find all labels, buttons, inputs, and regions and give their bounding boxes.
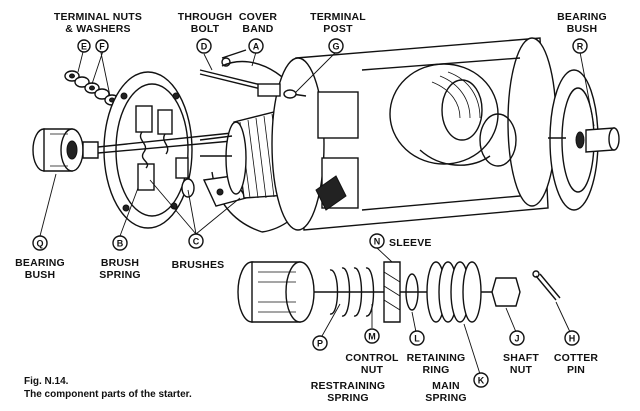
end-bracket-part [103, 71, 195, 229]
label-terminal-post-line2: POST [323, 23, 353, 35]
letter-marker-a: A [248, 38, 264, 54]
svg-text:C: C [193, 237, 200, 247]
label-control-nut-line2: NUT [361, 364, 384, 376]
label-bearing-bush-left-line1: BEARING [15, 257, 65, 269]
svg-text:B: B [117, 239, 124, 249]
letter-marker-n: N [369, 233, 385, 249]
label-cotter-pin-line2: PIN [567, 364, 585, 376]
label-bearing-bush-right-line1: BEARING [557, 11, 607, 23]
label-main-spring-line1: MAIN [432, 380, 460, 392]
label-sleeve: SLEEVE [389, 237, 432, 249]
svg-text:E: E [81, 42, 87, 52]
label-shaft-nut-line1: SHAFT [503, 352, 539, 364]
letter-marker-b: B [112, 235, 128, 251]
figure-caption: The component parts of the starter. [24, 389, 192, 400]
yoke-part [257, 37, 557, 231]
label-restraining-spring-line2: SPRING [327, 392, 368, 404]
letter-marker-q: Q [32, 235, 48, 251]
label-cotter-pin-line1: COTTER [554, 352, 599, 364]
svg-text:N: N [374, 237, 381, 247]
letter-marker-r: R [572, 38, 588, 54]
letter-marker-c: C [188, 233, 204, 249]
label-bearing-bush-right-line2: BUSH [567, 23, 598, 35]
svg-text:L: L [414, 334, 420, 344]
letter-marker-m: M [364, 328, 380, 344]
letter-marker-g: G [328, 38, 344, 54]
label-brush-spring-line1: BRUSH [101, 257, 139, 269]
label-bearing-bush-left-line2: BUSH [25, 269, 56, 281]
letter-marker-d: D [196, 38, 212, 54]
letter-marker-l: L [409, 330, 425, 346]
letter-marker-h: H [564, 330, 580, 346]
drive-assembly-part [237, 261, 561, 323]
svg-text:P: P [317, 339, 323, 349]
letter-marker-e: E [77, 39, 91, 53]
label-cover-band-line1: COVER [239, 11, 278, 23]
svg-text:J: J [514, 334, 519, 344]
svg-text:D: D [201, 42, 208, 52]
svg-text:Q: Q [36, 239, 43, 249]
label-restraining-spring-line1: RESTRAINING [311, 380, 386, 392]
svg-text:A: A [253, 42, 260, 52]
label-retaining-ring-line2: RING [422, 364, 449, 376]
bearing-bush-left-part [32, 128, 99, 172]
label-main-spring-line2: SPRING [425, 392, 466, 404]
figure-number: Fig. N.14. [24, 376, 69, 387]
letter-marker-f: F [95, 39, 109, 53]
svg-text:K: K [478, 376, 485, 386]
letter-marker-p: P [312, 335, 328, 351]
letter-marker-k: K [473, 372, 489, 388]
label-brushes: BRUSHES [172, 259, 225, 271]
svg-text:R: R [577, 42, 584, 52]
label-terminal-nuts-line2: & WASHERS [65, 23, 130, 35]
label-shaft-nut-line2: NUT [510, 364, 533, 376]
bearing-bush-right-part [548, 69, 620, 211]
label-terminal-nuts-line1: TERMINAL NUTS [54, 11, 142, 23]
svg-text:M: M [368, 332, 376, 342]
svg-text:G: G [332, 42, 339, 52]
label-retaining-ring-line1: RETAINING [407, 352, 466, 364]
label-through-bolt-line1: THROUGH [178, 11, 232, 23]
svg-text:F: F [99, 42, 105, 52]
label-brush-spring-line2: SPRING [99, 269, 140, 281]
leader-lines [39, 47, 595, 375]
label-through-bolt-line2: BOLT [191, 23, 220, 35]
label-terminal-post-line1: TERMINAL [310, 11, 366, 23]
terminal-nuts-part [64, 70, 120, 106]
letter-marker-j: J [509, 330, 525, 346]
svg-text:H: H [569, 334, 576, 344]
label-cover-band-line2: BAND [242, 23, 273, 35]
label-control-nut-line1: CONTROL [345, 352, 399, 364]
